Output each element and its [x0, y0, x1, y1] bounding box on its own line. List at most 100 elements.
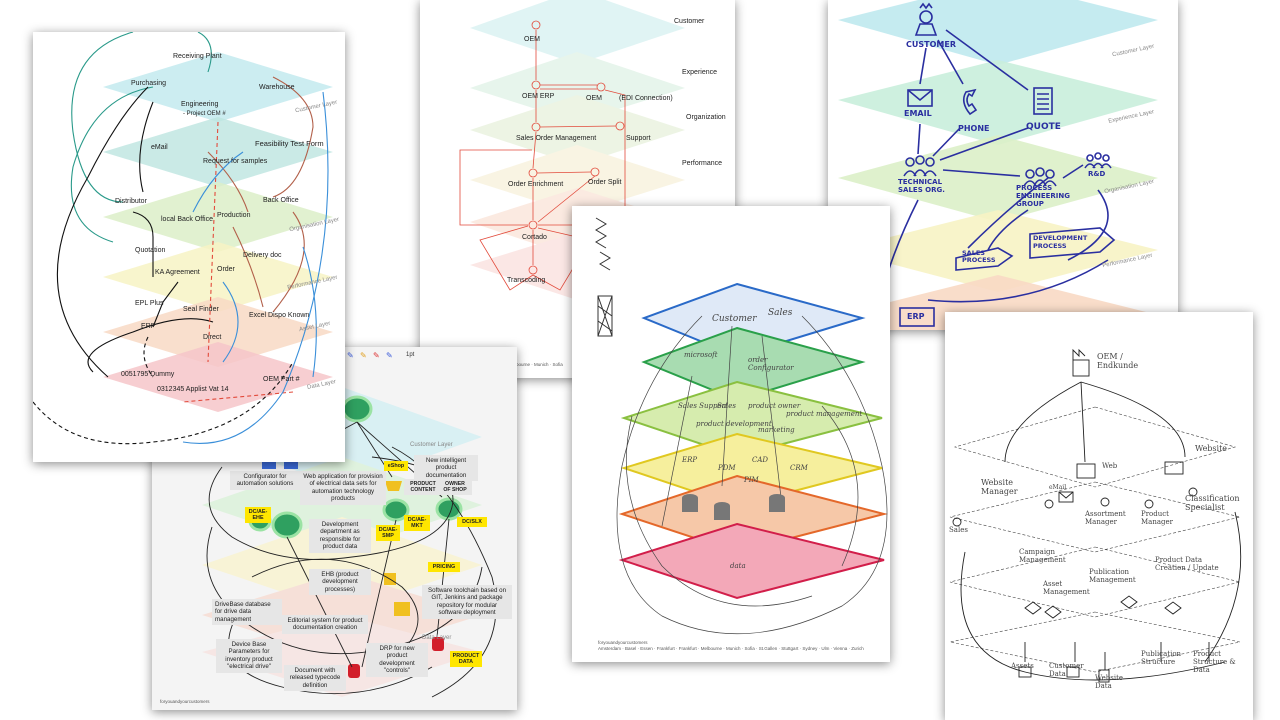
- node-classification-specialist: Classification Specialist: [1185, 494, 1240, 512]
- sticky-pricing: PRICING: [428, 562, 460, 572]
- flow-line-blue: [302, 246, 317, 378]
- flow-line-black: [152, 281, 179, 328]
- node-engineering: Engineering: [181, 101, 219, 108]
- flow-arrow: [1024, 642, 1210, 670]
- node-production: Production: [217, 212, 251, 219]
- pen-tool-icon[interactable]: ✎: [347, 351, 354, 360]
- note-drp: DRP for new product development "control…: [366, 643, 428, 677]
- experience-layer: [103, 117, 333, 187]
- node-sales: Sales: [949, 526, 968, 534]
- pencil-tool-icon[interactable]: ✎: [386, 351, 393, 360]
- node-pdm: PDM: [718, 464, 736, 472]
- sticky-dc-ae-mkt: DC/AE-MKT: [404, 515, 430, 531]
- flow-line: [459, 149, 532, 226]
- customer-layer: [838, 0, 1158, 65]
- node-pim: PIM: [744, 476, 759, 484]
- node-quote: QUOTE: [1026, 122, 1061, 132]
- toolchain-icon: [394, 602, 410, 616]
- people-group-icon: [341, 395, 373, 423]
- node-web: Web: [1102, 462, 1118, 470]
- layer-stack: [33, 32, 333, 445]
- arrow: [945, 29, 1029, 91]
- data-store-icon: [1018, 666, 1032, 678]
- flow-line-teal: [70, 86, 154, 243]
- node-epl-plus: EPL Plus: [135, 300, 164, 307]
- layer-label-customer: Customer Layer: [410, 442, 453, 448]
- arrow: [942, 169, 1021, 177]
- node-receiving-plant: Receiving Plant: [173, 53, 222, 60]
- node-applist: 0312345 Applist Vat 14: [157, 386, 229, 393]
- organisation-layer: [103, 182, 333, 252]
- sticky-eshop: eShop: [384, 461, 408, 471]
- sticky-dc-ae-smp: DC/AE-SMP: [376, 525, 400, 541]
- development-process-shape: [1029, 227, 1116, 259]
- customer-figure-body: [914, 23, 938, 36]
- node-ka-agreement: KA Agreement: [155, 269, 200, 276]
- sticky-product-data: PRODUCT DATA: [450, 651, 482, 667]
- layer-label-experience: Experience: [682, 69, 718, 76]
- database-icon: [432, 637, 444, 651]
- node-delivery-doc: Delivery doc: [243, 252, 282, 259]
- node-project-oem: - Project OEM #: [183, 111, 226, 117]
- arrow: [939, 127, 1029, 161]
- arrow: [932, 127, 961, 157]
- highlighter-tool-icon[interactable]: ✎: [373, 351, 380, 360]
- email-flap: [1058, 491, 1074, 499]
- people-group-icon: [271, 511, 303, 539]
- node-circle: [596, 82, 606, 92]
- flow-line-teal: [197, 32, 212, 73]
- node-erp: ERP: [907, 312, 925, 321]
- asset-layer: [103, 297, 333, 367]
- layer-label-organization: Organization: [686, 114, 726, 121]
- node-website-data: Website Data: [1095, 674, 1124, 690]
- node-oem-erp: OEM ERP: [522, 93, 555, 100]
- note-editorial-system: Editorial system for product documentati…: [282, 615, 368, 634]
- node-direct: Direct: [203, 334, 222, 341]
- data-layer: [618, 522, 885, 600]
- node-product-management: product management: [786, 410, 863, 418]
- flow-line: [536, 171, 592, 174]
- flow-line-black: [87, 318, 214, 373]
- email-icon-flap: [907, 89, 933, 102]
- node-publication-structure: Publication Structure: [1141, 650, 1182, 666]
- label-product-content: PRODUCT CONTENT: [404, 479, 442, 495]
- person-icon: [952, 517, 962, 527]
- node-email: EMAIL: [904, 109, 932, 118]
- arrow: [987, 209, 1029, 251]
- node-erp: ERP: [141, 323, 156, 330]
- group-of-people-icon: [1023, 167, 1057, 187]
- layer-stack: [838, 0, 1158, 330]
- label-owner-of-shop: OWNER OF SHOP: [438, 479, 472, 495]
- node-email: eMail: [151, 144, 168, 151]
- node-asset-management: Asset Management: [1043, 580, 1090, 596]
- organization-layer: [470, 95, 685, 165]
- node-product-manager: Product Manager: [1141, 510, 1173, 526]
- marker-tool-icon[interactable]: ✎: [360, 351, 367, 360]
- note-web-application: Web application for provision of electri…: [300, 471, 386, 505]
- node-back-office: Back Office: [263, 197, 299, 204]
- stroke-width-selector[interactable]: 1pt: [406, 352, 415, 358]
- flow-arrow: [960, 551, 1226, 681]
- experience-layer: [838, 60, 1158, 145]
- email-icon: [907, 89, 933, 107]
- data-store-icon: [1098, 669, 1110, 683]
- diagram-sheet-layered-map: Receiving Plant Purchasing Warehouse Eng…: [33, 32, 345, 462]
- pencil-sketch-line: [625, 415, 813, 607]
- node-customer-data: Customer Data: [1049, 662, 1084, 678]
- flow-arrow: [1204, 511, 1242, 663]
- node-product-development: product development: [696, 420, 772, 428]
- node-order: Order: [217, 266, 235, 273]
- arrow: [1062, 164, 1084, 179]
- node-product-structure: Product Structure & Data: [1193, 650, 1236, 674]
- node-local-back-office: local Back Office: [161, 216, 214, 223]
- arrow: [927, 259, 1109, 303]
- database-icon: [348, 664, 360, 678]
- customer-layer: [470, 0, 685, 64]
- node-website: Website: [1195, 444, 1228, 453]
- node-request-for-samples: Request for samples: [203, 158, 268, 165]
- layer-label-data: Data Layer: [422, 635, 452, 641]
- sticky-dc-slx: DC/SLX: [457, 517, 487, 527]
- shop-cart-icon: [385, 481, 402, 491]
- node-sales: Sales: [768, 308, 793, 318]
- arrow: [937, 39, 964, 85]
